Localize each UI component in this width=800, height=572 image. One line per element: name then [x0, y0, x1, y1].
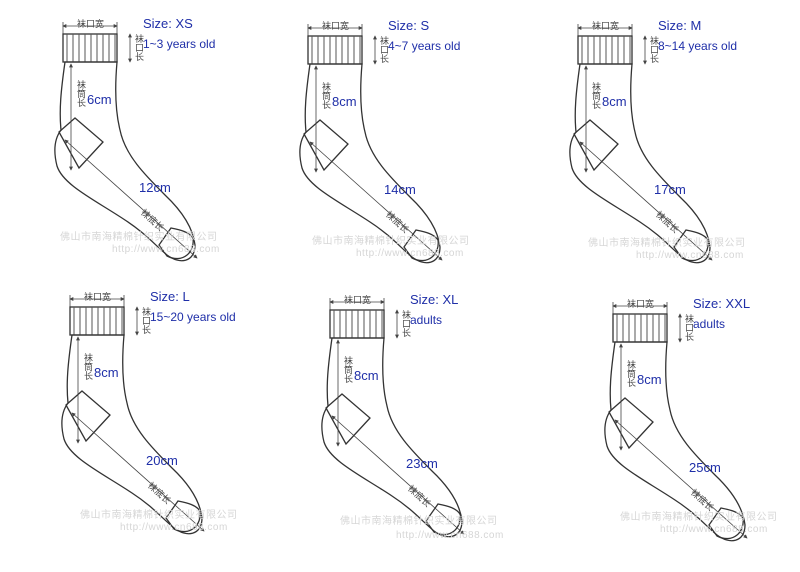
foot-measure: 20cm	[146, 453, 178, 468]
age-label: 1~3 years old	[143, 37, 216, 51]
sock-size-card-1: 袜口宽 袜口长 袜筒长 袜底长 Size: S 4~7 years old 8c…	[299, 18, 560, 292]
cuff-length-label: 袜口长	[400, 310, 410, 337]
size-label: Size: L	[150, 289, 190, 304]
sock-diagram	[299, 24, 443, 264]
watermark-company: 佛山市南海精棉针织实业有限公司	[312, 236, 470, 247]
watermark-url: http://www.cn688.com	[660, 524, 768, 535]
watermark-company: 佛山市南海精棉针织实业有限公司	[620, 512, 778, 523]
leg-length-label: 袜筒长	[342, 356, 352, 383]
leg-measure: 8cm	[94, 365, 119, 380]
cuff-length-label: 袜口长	[648, 36, 658, 63]
leg-length-label: 袜筒长	[320, 82, 330, 109]
watermark-url: http://www.cn688.com	[120, 522, 228, 533]
foot-measure: 25cm	[689, 460, 721, 475]
cuff-width-label: 袜口宽	[344, 296, 372, 306]
size-label: Size: M	[658, 18, 702, 33]
sock-size-card-5: 袜口宽 袜口长 袜筒长 袜底长 Size: XXL adults 8cm 25c…	[604, 296, 800, 570]
watermark-url: http://www.cn688.com	[356, 248, 464, 259]
leg-length-label: 袜筒长	[75, 80, 85, 107]
size-label: Size: XL	[410, 292, 459, 307]
sock-size-card-4: 袜口宽 袜口长 袜筒长 袜底长 Size: XL adults 8cm 23cm	[321, 292, 582, 566]
foot-measure: 17cm	[654, 182, 686, 197]
foot-measure: 14cm	[384, 182, 416, 197]
sock-diagram	[54, 22, 198, 262]
cuff-width-label: 袜口宽	[627, 300, 655, 310]
watermark-company: 佛山市南海精棉针织实业有限公司	[588, 238, 746, 249]
watermark-company: 佛山市南海精棉针织实业有限公司	[60, 232, 218, 243]
size-label: Size: S	[388, 18, 430, 33]
leg-length-label: 袜筒长	[590, 82, 600, 109]
watermark-company: 佛山市南海精棉针织实业有限公司	[80, 510, 238, 521]
cuff-length-label: 袜口长	[378, 36, 388, 63]
watermark-company: 佛山市南海精棉针织实业有限公司	[340, 516, 498, 527]
sock-size-card-2: 袜口宽 袜口长 袜筒长 袜底长 Size: M 8~14 years old 8…	[569, 18, 800, 292]
cuff-width-label: 袜口宽	[592, 22, 620, 32]
leg-measure: 8cm	[332, 94, 357, 109]
watermark-url: http://www.cn688.com	[112, 244, 220, 255]
watermark-url: http://www.cn688.com	[396, 530, 504, 541]
sock-diagram	[61, 295, 205, 535]
watermark-url: http://www.cn688.com	[636, 250, 744, 261]
cuff-length-label: 袜口长	[140, 307, 150, 334]
cuff-length-label: 袜口长	[683, 314, 693, 341]
age-label: 15~20 years old	[150, 310, 236, 324]
cuff-width-label: 袜口宽	[77, 20, 105, 30]
cuff-width-label: 袜口宽	[84, 293, 112, 303]
age-label: 8~14 years old	[658, 39, 738, 53]
sock-diagram	[569, 24, 713, 264]
leg-measure: 6cm	[87, 92, 112, 107]
foot-measure: 12cm	[139, 180, 171, 195]
cuff-length-label: 袜口长	[133, 34, 143, 61]
leg-length-label: 袜筒长	[625, 360, 635, 387]
sock-diagram	[321, 298, 465, 538]
cuff-width-label: 袜口宽	[322, 22, 350, 32]
leg-measure: 8cm	[354, 368, 379, 383]
sock-diagram	[604, 302, 748, 542]
leg-length-label: 袜筒长	[82, 353, 92, 380]
sock-size-card-0: 袜口宽 袜口长 袜筒长 袜底长 Size: XS 1~3 years old 6…	[54, 16, 315, 290]
sock-size-card-3: 袜口宽 袜口长 袜筒长 袜底长 Size: L 15~20 years old …	[61, 289, 322, 563]
size-label: Size: XXL	[693, 296, 751, 311]
age-label: adults	[410, 313, 443, 327]
age-label: adults	[693, 317, 726, 331]
foot-measure: 23cm	[406, 456, 438, 471]
leg-measure: 8cm	[602, 94, 627, 109]
age-label: 4~7 years old	[388, 39, 461, 53]
size-label: Size: XS	[143, 16, 193, 31]
leg-measure: 8cm	[637, 372, 662, 387]
